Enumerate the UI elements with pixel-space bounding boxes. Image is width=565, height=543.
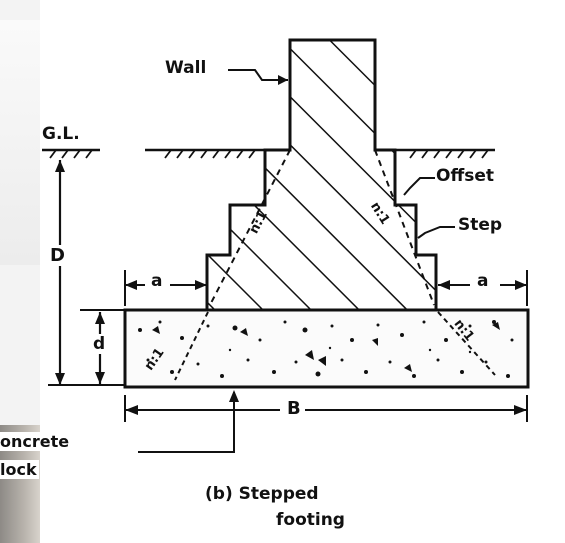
offset-label: Offset [436, 166, 494, 186]
wall-leader [228, 69, 288, 81]
step-label: Step [458, 215, 503, 235]
dimension-B-label: B [287, 398, 301, 419]
ground-hatch-marks [49, 149, 489, 159]
offset-leader [403, 177, 435, 196]
wall-outline [205, 38, 438, 312]
dimension-d-label: d [93, 334, 106, 354]
left-photo-top [0, 20, 41, 265]
dimension-D-label: D [50, 245, 65, 266]
dimension-a-right-arrow2 [515, 280, 527, 290]
dimension-d-arrow-top [95, 312, 105, 324]
concrete-stones [152, 322, 500, 372]
dimension-a-right-label: a [477, 271, 489, 291]
dimension-a-right-arrow1 [438, 280, 450, 290]
concrete-block-label-line1: oncrete [0, 432, 72, 451]
dimension-D-arrow-top [55, 160, 65, 172]
block-dispersion-left [174, 311, 209, 381]
concrete-block [123, 308, 530, 389]
caption-line1: (b) Stepped [205, 484, 319, 504]
wall-leader-arrow [278, 75, 288, 85]
concrete-block-label-line2: lock [0, 460, 39, 479]
dimension-d-arrow-bottom [95, 372, 105, 384]
concrete-aggregate [138, 320, 514, 378]
caption-line2: footing [276, 510, 345, 530]
concrete-block-leader [138, 392, 235, 453]
concrete-block-leader-arrow [229, 390, 239, 402]
ground-level-label: G.L. [42, 124, 80, 144]
wall-label: Wall [165, 58, 207, 78]
dispersion-line-left [209, 149, 291, 306]
dimension-B-arrow1 [125, 405, 138, 415]
step-leader [417, 226, 455, 239]
dimension-a-left-arrow2 [195, 280, 207, 290]
dimension-B-arrow2 [514, 405, 527, 415]
dimension-a-left-arrow1 [125, 280, 137, 290]
dimension-a-left-label: a [151, 271, 163, 291]
dispersion-line-right [374, 149, 435, 306]
dimension-D-arrow-bottom [55, 373, 65, 385]
